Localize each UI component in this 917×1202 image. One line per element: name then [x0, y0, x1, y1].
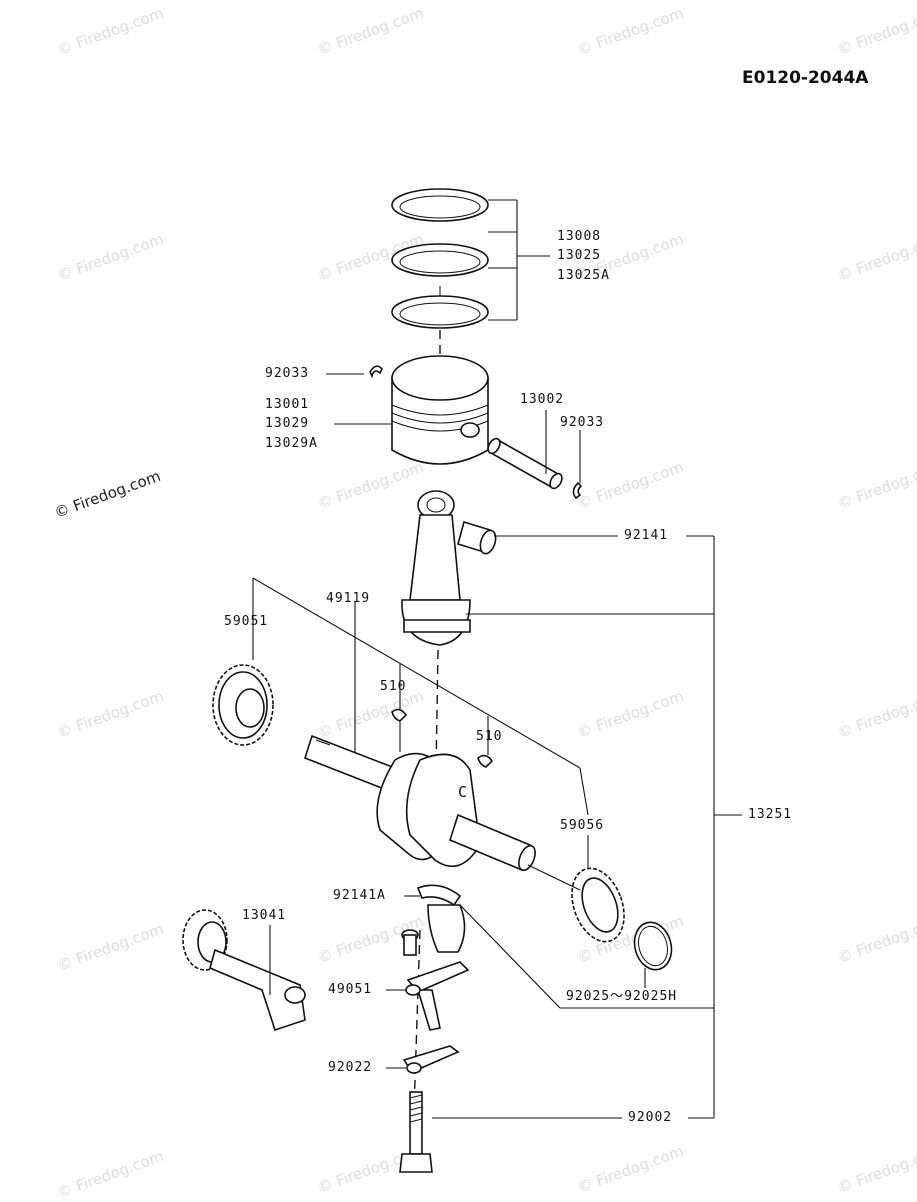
ref-lever: 92022	[328, 1060, 373, 1075]
bolt-92002	[399, 1091, 433, 1173]
assembly-callouts	[432, 535, 742, 1119]
key-lower	[477, 754, 494, 768]
ref-piston-a: 13001	[265, 397, 310, 412]
piston-pin	[487, 437, 563, 490]
ref-ring-b: 13025	[557, 248, 602, 263]
ref-oring: 92025～92025H	[566, 989, 678, 1004]
ref-ring-a: 13008	[557, 229, 602, 244]
ref-key-lower: 510	[476, 729, 503, 744]
key-upper	[391, 708, 408, 722]
ref-pin: 13002	[520, 392, 565, 407]
crank-mark: C	[458, 783, 469, 801]
ref-ring-c: 13025A	[557, 268, 610, 283]
gear-left	[212, 664, 274, 746]
camshaft	[182, 909, 306, 1032]
ref-piston-b: 13029	[265, 416, 310, 431]
crankshaft	[304, 734, 536, 872]
ref-piston-c: 13029A	[265, 436, 318, 451]
ref-key-upper: 510	[380, 679, 407, 694]
oring	[633, 921, 673, 971]
ring-callout-bracket	[488, 199, 550, 321]
ref-gear-left: 59051	[224, 614, 269, 629]
circlip-left	[369, 365, 383, 379]
ref-circlip-left: 92033	[265, 366, 310, 381]
ref-governor: 49051	[328, 982, 373, 997]
ref-bushing: 92141	[624, 528, 669, 543]
piston-rings	[391, 188, 489, 329]
ref-rod: 49119	[326, 591, 371, 606]
ref-circlip-right: 92033	[560, 415, 605, 430]
bearing-92141a	[416, 884, 462, 907]
ref-bolt: 92002	[628, 1110, 673, 1125]
ref-camshaft: 13041	[242, 908, 287, 923]
circlip-right	[572, 481, 583, 500]
ref-assembly: 13251	[748, 807, 793, 822]
governor-assembly	[401, 904, 470, 1031]
connecting-rod	[401, 490, 471, 646]
gear-right	[571, 867, 625, 943]
piston	[391, 355, 489, 465]
ref-bearing-a: 92141A	[333, 888, 386, 903]
ref-gear-right: 59056	[560, 818, 605, 833]
diagram-code: E0120-2044A	[742, 68, 869, 88]
